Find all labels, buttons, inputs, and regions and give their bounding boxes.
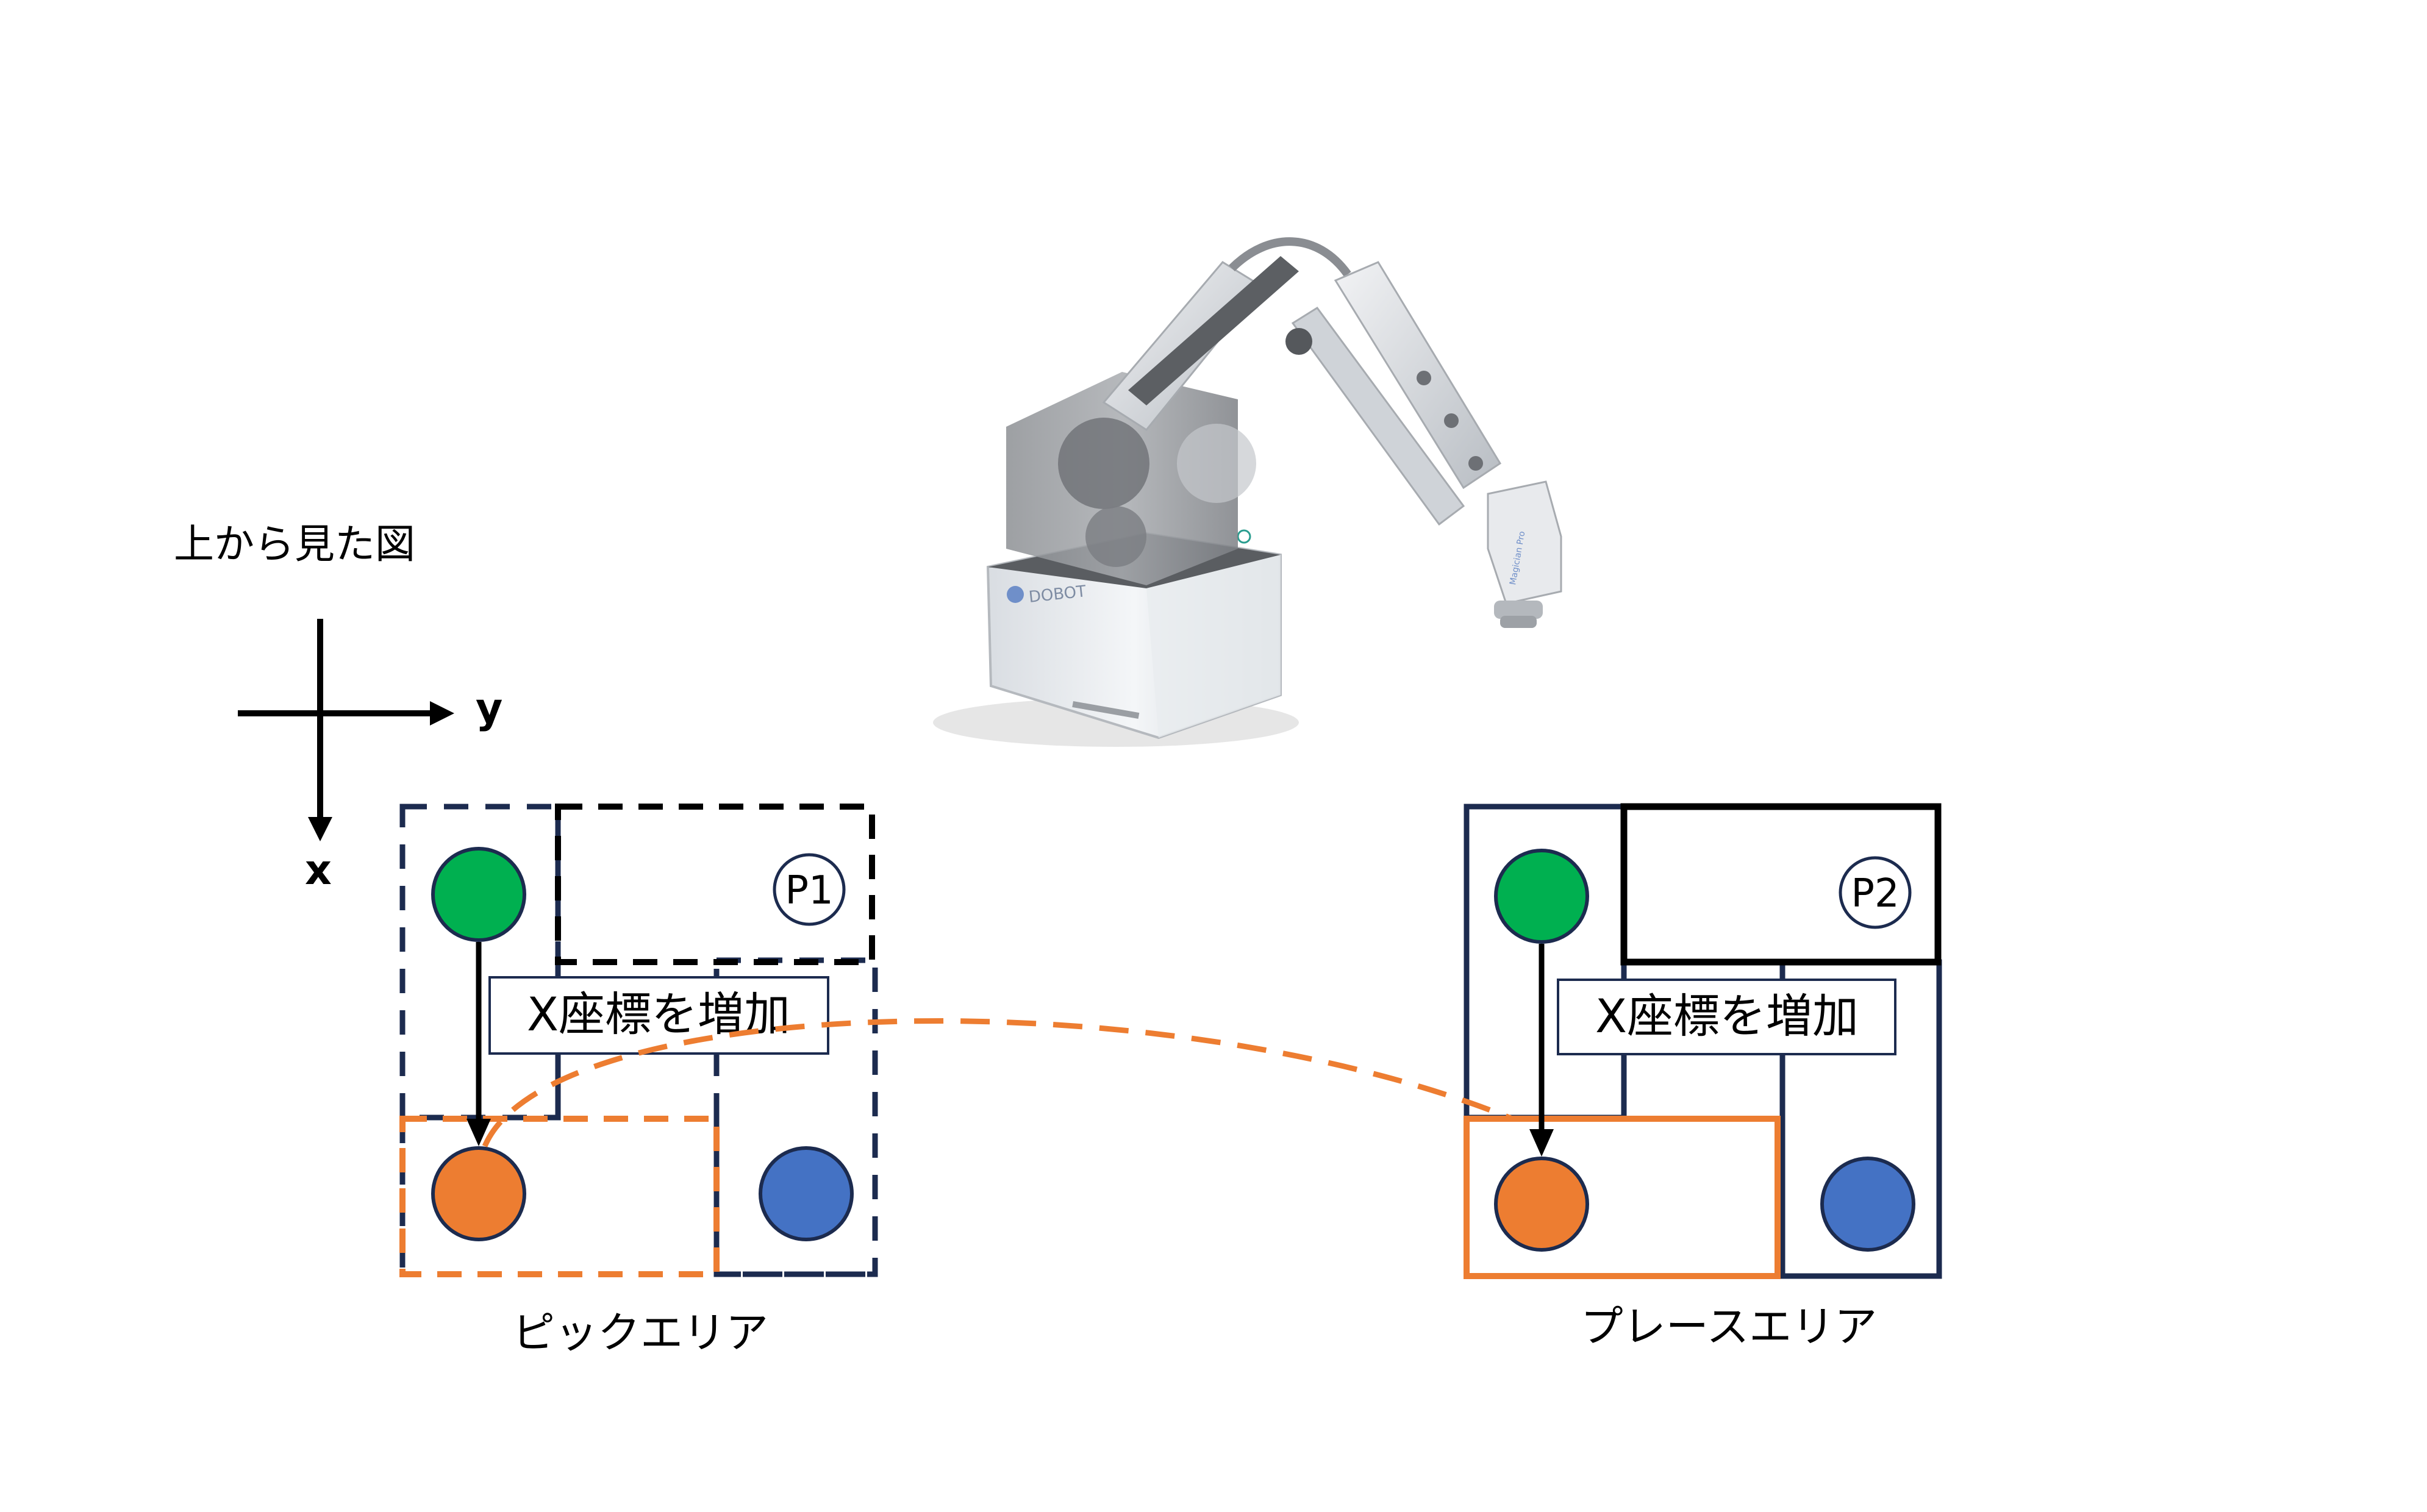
pick-arrow-label-box bbox=[488, 976, 829, 1055]
robot-power-led-icon bbox=[1237, 529, 1251, 544]
pick-slot-orange bbox=[399, 1116, 720, 1277]
view-title: 上から見た図 bbox=[174, 521, 415, 568]
pick-object-green bbox=[431, 847, 526, 942]
p1-label: P1 bbox=[785, 868, 833, 913]
axes-indicator: y x bbox=[238, 619, 502, 894]
y-axis-label: y bbox=[476, 685, 502, 733]
place-area-label: プレースエリア bbox=[1581, 1302, 1878, 1352]
robot-end-effector bbox=[1487, 480, 1562, 605]
pick-area: P1 X座標を増加 ピックエリア bbox=[399, 804, 878, 1358]
place-arrow-label-box bbox=[1557, 979, 1896, 1055]
robot-arm-illustration: DOBOT Magician Pro bbox=[933, 237, 1562, 747]
p2-label: P2 bbox=[1851, 871, 1899, 916]
place-target-p2 bbox=[1620, 803, 1942, 966]
pick-area-label: ピックエリア bbox=[512, 1308, 768, 1358]
x-axis-label: x bbox=[305, 846, 332, 894]
robot-base-logo-icon bbox=[1007, 586, 1024, 603]
place-area: P2 X座標を増加 プレースエリア bbox=[1464, 803, 1942, 1352]
p1-marker bbox=[773, 853, 846, 926]
transfer-path bbox=[482, 1018, 1514, 1147]
place-arrow-label: X座標を増加 bbox=[1595, 989, 1859, 1043]
place-object-orange bbox=[1494, 1157, 1589, 1252]
place-object-green bbox=[1494, 849, 1589, 944]
p2-marker bbox=[1839, 856, 1912, 929]
place-slot-orange bbox=[1464, 1116, 1781, 1279]
place-object-blue bbox=[1820, 1157, 1915, 1252]
pick-target-p1 bbox=[555, 804, 875, 965]
pick-object-orange bbox=[431, 1146, 526, 1241]
pick-object-blue bbox=[759, 1146, 854, 1241]
